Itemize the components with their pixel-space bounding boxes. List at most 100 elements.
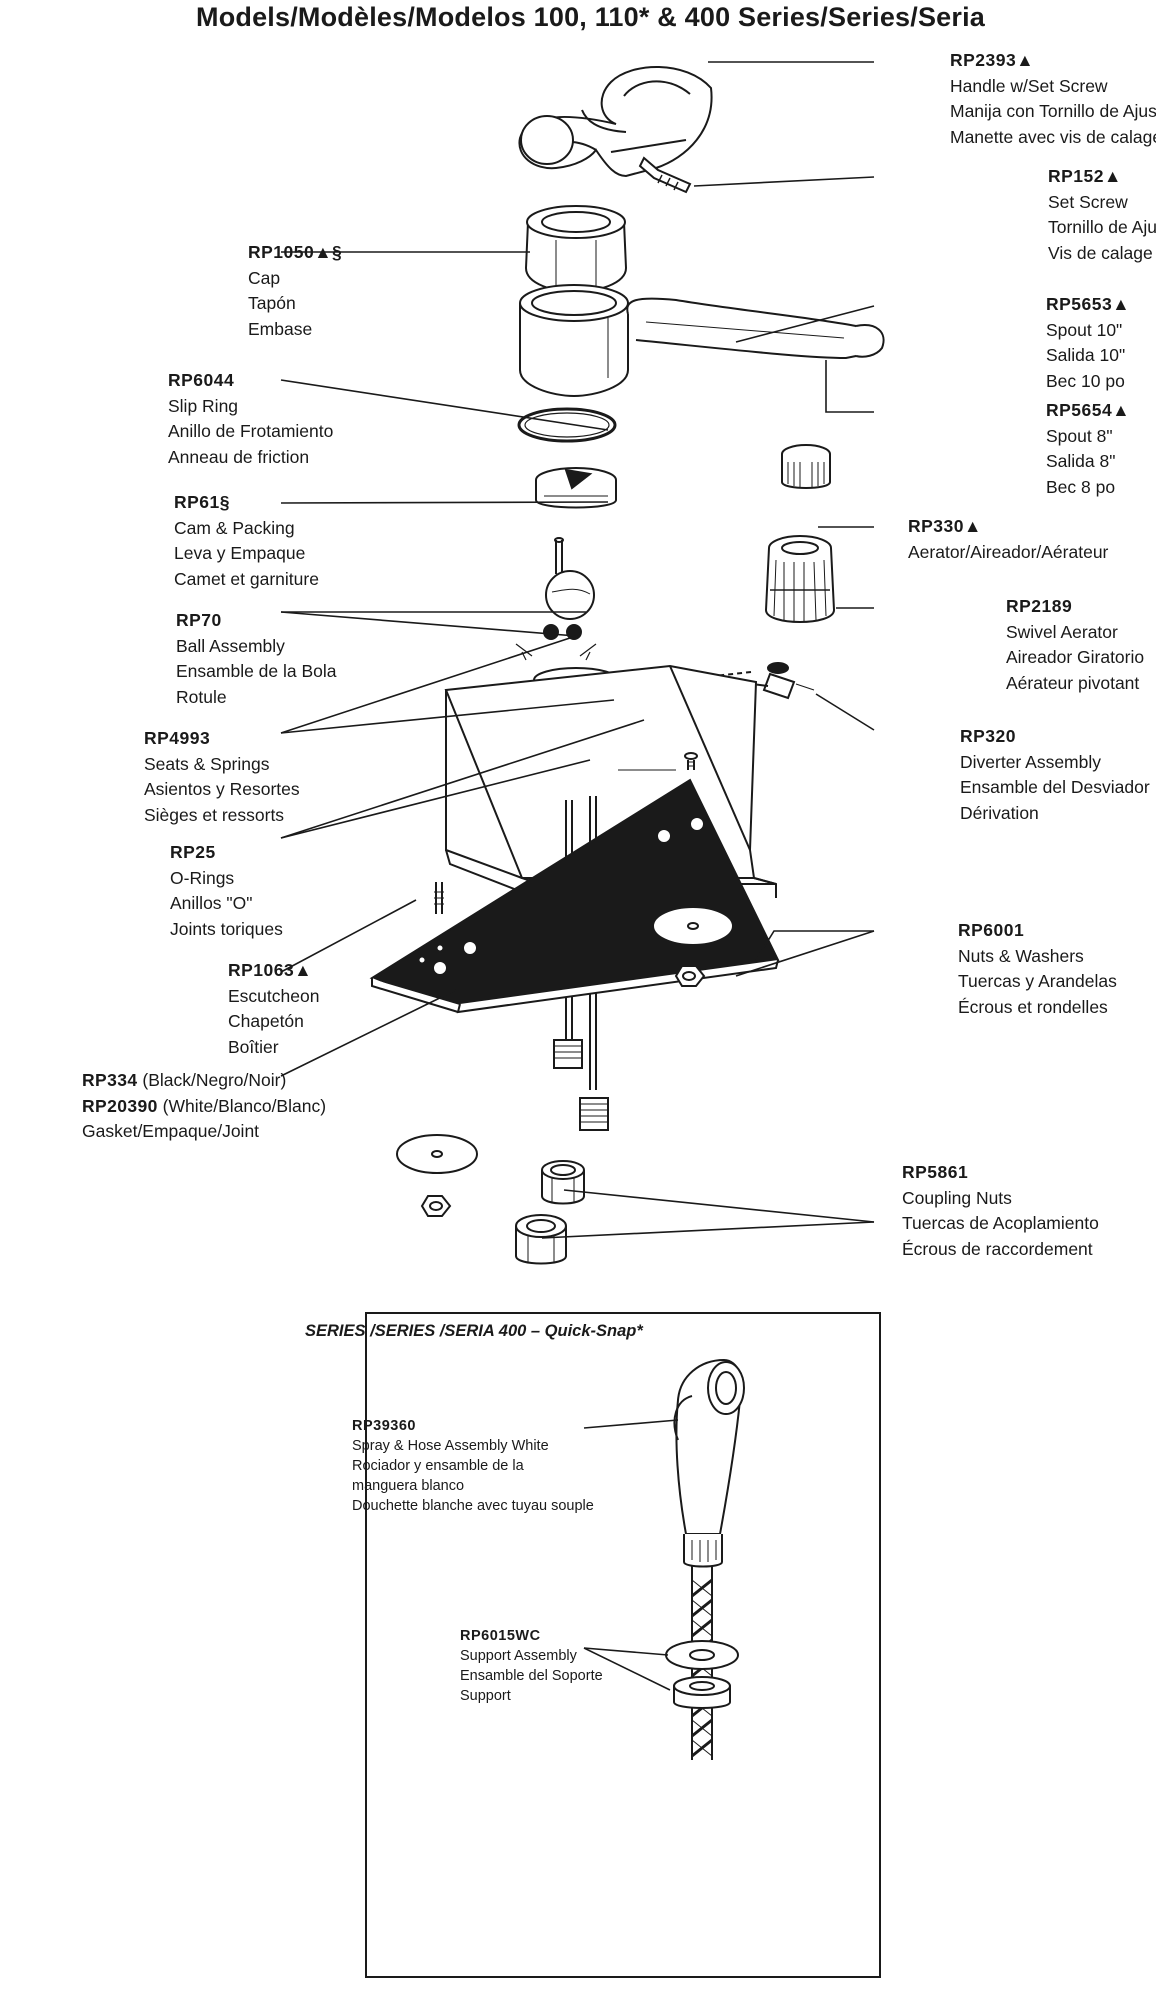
- part-desc-en: Cap: [248, 267, 281, 288]
- part-desc-es: Manija con Tornillo de Ajuste: [950, 101, 1156, 121]
- nuts-washers-drawing: [396, 906, 734, 1217]
- part-desc-fr: Écrous et rondelles: [958, 996, 1108, 1017]
- part-desc-en: Nuts & Washers: [958, 945, 1084, 966]
- part-desc-en: Cam & Packing: [174, 517, 295, 538]
- cap-drawing: [524, 205, 628, 294]
- part-desc-en: Spout 8": [1046, 425, 1113, 446]
- part-label-swivel-aerator: RP2189 Swivel Aerator Aireador Giratorio…: [1006, 594, 1144, 696]
- part-desc-es: Chapetón: [228, 1011, 304, 1031]
- part-desc-es: Ensamble del Desviador: [960, 777, 1150, 797]
- part-label-spray-hose: RP39360 Spray & Hose Assembly White Roci…: [352, 1416, 594, 1516]
- series-400-title: SERIES /SERIES /SERIA 400 – Quick-Snap*: [305, 1322, 643, 1340]
- part-desc-en: Slip Ring: [168, 395, 239, 416]
- part-desc-fr: Anneau de friction: [168, 446, 310, 467]
- part-desc-es: Salida 8": [1046, 451, 1116, 471]
- part-label-spout-10: RP5653▲ Spout 10" Salida 10" Bec 10 po: [1046, 292, 1130, 394]
- part-desc-es: Aireador Giratorio: [1006, 647, 1145, 667]
- part-number: RP25: [170, 842, 216, 862]
- part-desc-line: Support Assembly: [460, 1648, 577, 1664]
- part-number: RP334: [82, 1070, 138, 1090]
- part-label-seats-springs: RP4993 Seats & Springs Asientos y Resort…: [144, 726, 300, 828]
- swivel-aerator-drawing: [764, 535, 836, 623]
- part-desc-fr: Boîtier: [228, 1036, 279, 1057]
- coupling-nuts-drawing: [515, 1160, 585, 1265]
- spout-drawing: [519, 284, 885, 398]
- part-desc-fr: Embase: [248, 318, 313, 339]
- gasket-drawing: [369, 778, 780, 1014]
- part-desc-line: Support: [460, 1688, 511, 1704]
- gasket-line-1: RP334 (Black/Negro/Noir): [82, 1068, 326, 1094]
- part-label-slip-ring: RP6044 Slip Ring Anillo de Frotamiento A…: [168, 368, 333, 470]
- part-desc-es: Tapón: [248, 293, 296, 313]
- part-number: RP70: [176, 610, 222, 630]
- part-desc-line: Ensamble del Soporte: [460, 1668, 603, 1684]
- part-desc-es: Tornillo de Ajuste: [1048, 217, 1156, 237]
- part-label-handle: RP2393▲ Handle w/Set Screw Manija con To…: [950, 48, 1156, 150]
- part-label-o-rings: RP25 O-Rings Anillos "O" Joints toriques: [170, 840, 283, 942]
- part-label-gasket: RP334 (Black/Negro/Noir) RP20390 (White/…: [82, 1068, 326, 1145]
- part-label-aerator: RP330▲ Aerator/Aireador/Aérateur: [908, 514, 1108, 565]
- part-number: RP320: [960, 726, 1017, 746]
- part-desc-en: O-Rings: [170, 867, 235, 888]
- part-desc-en: Spout 10": [1046, 319, 1123, 340]
- part-desc-en: Seats & Springs: [144, 753, 270, 774]
- part-number: RP5653▲: [1046, 294, 1131, 314]
- part-desc-es: Leva y Empaque: [174, 543, 306, 563]
- part-desc-fr: Joints toriques: [170, 918, 283, 939]
- part-desc-line: Rociador y ensamble de la: [352, 1458, 524, 1474]
- part-desc-es: Salida 10": [1046, 345, 1126, 365]
- part-desc: Aerator/Aireador/Aérateur: [908, 541, 1109, 562]
- part-number: RP6001: [958, 920, 1025, 940]
- part-number: RP2393▲: [950, 50, 1035, 70]
- part-label-ball-assembly: RP70 Ball Assembly Ensamble de la Bola R…: [176, 608, 337, 710]
- part-number: RP6044: [168, 370, 235, 390]
- part-number: RP152▲: [1048, 166, 1122, 186]
- part-label-nuts-washers: RP6001 Nuts & Washers Tuercas y Arandela…: [958, 918, 1117, 1020]
- part-label-spout-8: RP5654▲ Spout 8" Salida 8" Bec 8 po: [1046, 398, 1130, 500]
- part-number: RP2189: [1006, 596, 1073, 616]
- part-desc-en: Swivel Aerator: [1006, 621, 1118, 642]
- part-label-escutcheon: RP1063▲ Escutcheon Chapetón Boîtier: [228, 958, 319, 1060]
- part-desc-fr: Camet et garniture: [174, 568, 319, 589]
- part-desc-fr: Vis de calage: [1048, 242, 1153, 263]
- part-desc-fr: Sièges et ressorts: [144, 804, 285, 825]
- part-desc-en: Coupling Nuts: [902, 1187, 1012, 1208]
- part-desc-en: Handle w/Set Screw: [950, 75, 1108, 96]
- part-desc-es: Anillo de Frotamiento: [168, 421, 334, 441]
- slip-ring-drawing: [517, 407, 617, 443]
- page-title: Models/Modèles/Modelos 100, 110* & 400 S…: [196, 2, 985, 32]
- gasket-line-2: RP20390 (White/Blanco/Blanc): [82, 1094, 326, 1120]
- part-desc-line: Douchette blanche avec tuyau souple: [352, 1498, 594, 1514]
- part-number: RP39360: [352, 1418, 416, 1434]
- ball-assembly-drawing: [545, 537, 595, 620]
- part-number: RP20390: [82, 1095, 158, 1116]
- part-desc-fr: Bec 8 po: [1046, 476, 1116, 497]
- cam-packing-drawing: [535, 467, 617, 509]
- part-desc-line: manguera blanco: [352, 1478, 465, 1494]
- part-number: RP330▲: [908, 516, 982, 536]
- part-number: RP1050▲§: [248, 242, 343, 262]
- set-screw-drawing: [638, 156, 692, 194]
- leader-lines: [280, 61, 875, 1239]
- part-desc-en: Ball Assembly: [176, 635, 285, 656]
- series-400-box: [365, 1312, 881, 1978]
- part-desc-fr: Aérateur pivotant: [1006, 672, 1140, 693]
- part-number: RP6015WC: [460, 1628, 541, 1644]
- part-desc-es: Ensamble de la Bola: [176, 661, 337, 681]
- part-desc-fr: Bec 10 po: [1046, 370, 1125, 391]
- part-desc-es: Asientos y Resortes: [144, 779, 300, 799]
- part-desc-fr: Rotule: [176, 686, 227, 707]
- part-desc-fr: Dérivation: [960, 802, 1039, 823]
- part-desc-en: Set Screw: [1048, 191, 1128, 212]
- part-label-cap: RP1050▲§ Cap Tapón Embase: [248, 240, 342, 342]
- part-desc-es: Tuercas y Arandelas: [958, 971, 1117, 991]
- aerator-drawing: [781, 444, 831, 489]
- supply-tubes-drawing: [434, 752, 698, 1131]
- gasket-color-white: (White/Blanco/Blanc): [157, 1095, 327, 1116]
- part-desc-es: Tuercas de Acoplamiento: [902, 1213, 1099, 1233]
- part-label-cam-packing: RP61§ Cam & Packing Leva y Empaque Camet…: [174, 490, 319, 592]
- part-desc-es: Anillos "O": [170, 893, 253, 913]
- part-number: RP5861: [902, 1162, 969, 1182]
